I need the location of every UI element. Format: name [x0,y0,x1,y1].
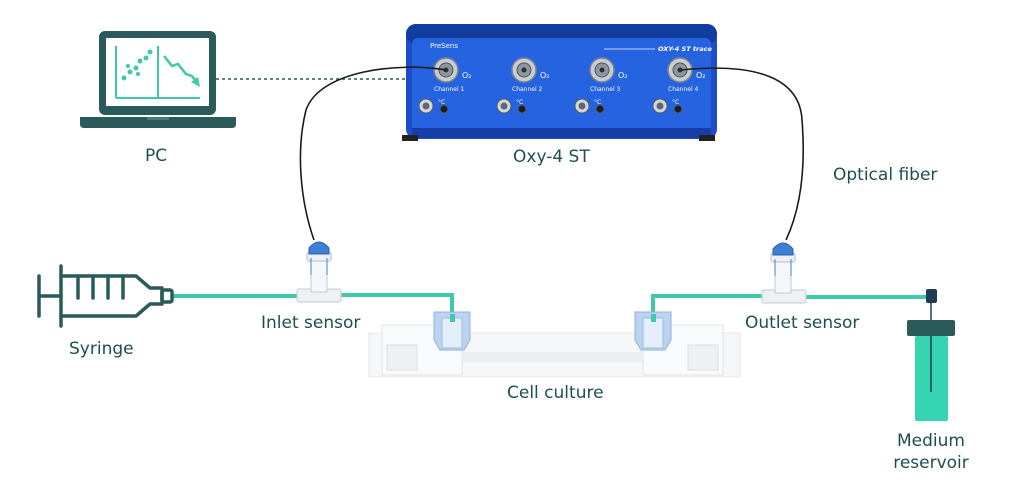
syringe-label: Syringe [69,339,134,359]
optical-fiber-left [299,66,447,241]
channel-2: O₂ Channel 2 °C [496,57,550,114]
optical-fiber-right [680,67,804,241]
laptop-screen-chart [115,46,200,99]
channel-3: O₂ Channel 3 °C [574,57,628,114]
channel-temp-label: °C [516,99,523,106]
cell-culture-label: Cell culture [507,383,604,403]
cell-culture-chamber [368,311,741,378]
medium-reservoir-label: Medium reservoir [890,431,972,473]
medium-reservoir-label-line1: Medium [897,431,965,451]
outlet-sensor [761,242,807,304]
device-brand: PreSens [430,42,458,50]
inlet-sensor [296,241,342,303]
channel-temp-label: °C [672,99,679,106]
syringe-icon [37,264,174,328]
device-label: Oxy-4 ST [513,147,590,167]
channel-o2-label: O₂ [540,71,550,80]
pc-label: PC [145,146,168,166]
medium-reservoir [907,289,955,421]
channel-temp-label: °C [594,99,601,106]
outlet-sensor-label: Outlet sensor [745,313,860,333]
inlet-sensor-label: Inlet sensor [261,313,361,333]
channel-temp-label: °C [438,99,445,106]
channel-name-label: Channel 1 [434,86,465,93]
channel-o2-label: O₂ [618,71,628,80]
channel-name-label: Channel 3 [590,86,621,93]
medium-reservoir-label-line2: reservoir [893,453,969,473]
channel-name-label: Channel 2 [512,86,543,93]
channel-o2-label: O₂ [696,71,706,80]
tubing [172,293,930,316]
channel-o2-label: O₂ [462,71,472,80]
optical-fiber-label: Optical fiber [833,165,938,185]
channel-name-label: Channel 4 [668,86,699,93]
laptop-icon [80,31,236,128]
oxy4-device: PreSens OXY-4 ST trace [402,24,717,141]
device-model: OXY-4 ST trace [658,45,712,53]
